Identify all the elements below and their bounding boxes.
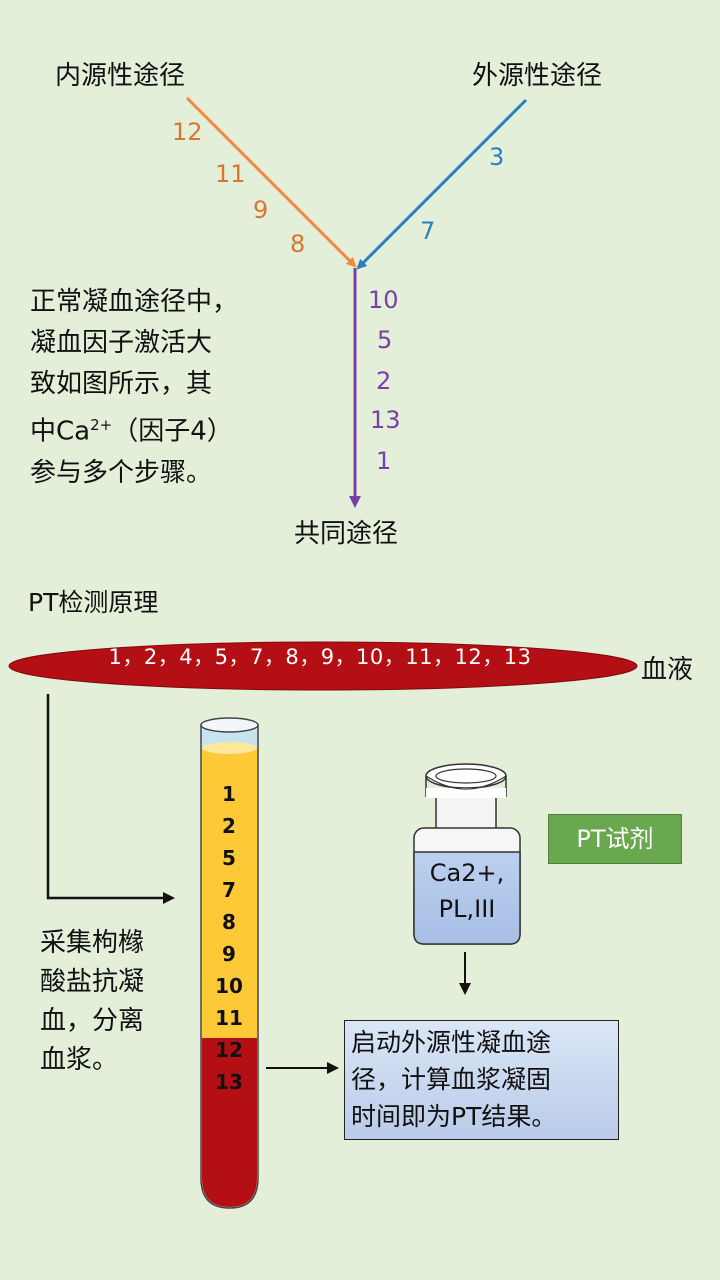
tube-factor: 10 bbox=[215, 974, 243, 998]
common-factor: 1 bbox=[376, 447, 392, 475]
common-pathway-label: 共同途径 bbox=[294, 519, 399, 549]
pt-reagent-box: PT试剂 bbox=[548, 814, 682, 864]
tube-factor: 1 bbox=[222, 782, 236, 806]
common-factor: 13 bbox=[370, 406, 401, 434]
blood-ellipse bbox=[8, 641, 638, 691]
tube-factor: 13 bbox=[215, 1070, 243, 1094]
blood-label: 血液 bbox=[641, 655, 694, 685]
common-factor: 2 bbox=[376, 367, 392, 395]
pt-principle-title: PT检测原理 bbox=[28, 588, 159, 617]
tube-factor: 7 bbox=[222, 878, 236, 902]
tube-factor: 12 bbox=[215, 1038, 243, 1062]
tube-factor: 2 bbox=[222, 814, 236, 838]
coagulation-description: 正常凝血途径中， 凝血因子激活大 致如图所示，其 中Ca2+（因子4） 参与多个… bbox=[30, 287, 239, 488]
intrinsic-factor: 9 bbox=[253, 196, 269, 224]
test-tube bbox=[200, 717, 259, 1209]
blood-factor-list: 1，2，4，5，7，8，9，10，11，12，13 bbox=[108, 645, 532, 669]
tube-factor: 5 bbox=[222, 846, 236, 870]
collect-arrow bbox=[46, 694, 175, 904]
tube-factor: 11 bbox=[215, 1006, 243, 1030]
intrinsic-arrow bbox=[185, 96, 357, 268]
intrinsic-factor: 12 bbox=[172, 118, 203, 146]
collect-plasma-text: 采集枸橼 酸盐抗凝 血，分离 血浆。 bbox=[40, 928, 145, 1075]
extrinsic-factor: 3 bbox=[489, 143, 505, 171]
intrinsic-factor: 11 bbox=[215, 160, 246, 188]
pt-diagram bbox=[8, 641, 638, 1209]
extrinsic-pathway-label: 外源性途径 bbox=[472, 61, 603, 91]
intrinsic-pathway-label: 内源性途径 bbox=[55, 61, 186, 91]
bottle-contents-label: Ca2+, PL,III bbox=[429, 859, 505, 923]
extrinsic-factor: 7 bbox=[420, 217, 436, 245]
intrinsic-factor: 8 bbox=[290, 230, 306, 258]
extrinsic-arrow bbox=[356, 98, 528, 270]
common-factor: 10 bbox=[368, 286, 399, 314]
common-factor: 5 bbox=[377, 326, 393, 354]
tube-factor: 9 bbox=[222, 942, 236, 966]
pt-result-box: 启动外源性凝血途 径，计算血浆凝固 时间即为PT结果。 bbox=[344, 1020, 619, 1140]
tube-factor: 8 bbox=[222, 910, 236, 934]
reagent-bottle bbox=[413, 763, 521, 945]
pathway-diagram bbox=[185, 96, 528, 508]
